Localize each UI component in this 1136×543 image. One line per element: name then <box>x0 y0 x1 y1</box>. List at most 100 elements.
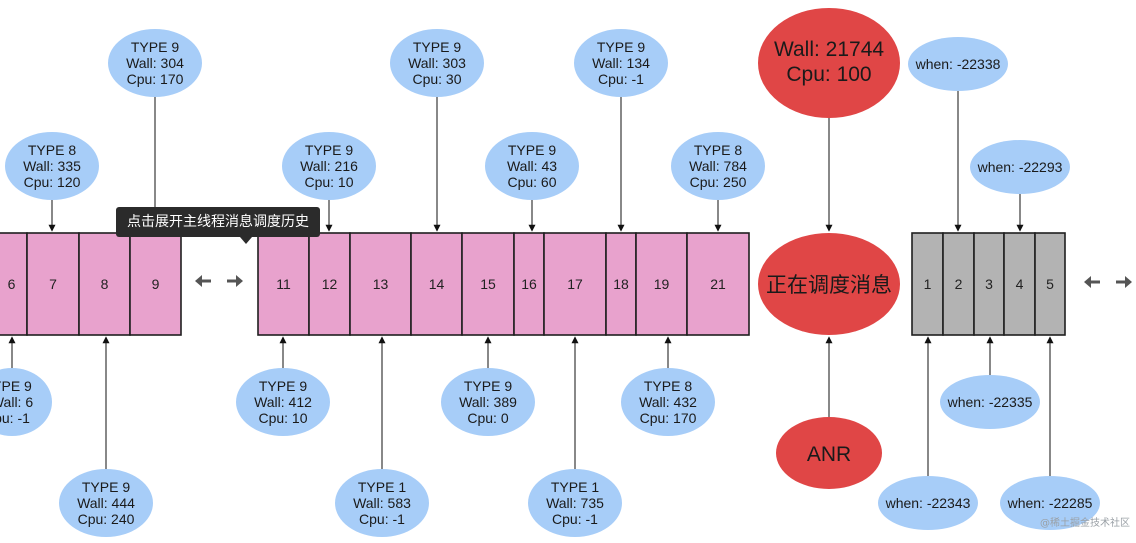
bubble-text: Cpu: -1 <box>598 71 644 87</box>
bubble-text: Cpu: -1 <box>359 511 405 527</box>
bubble-text: YPE 9 <box>0 378 32 394</box>
bubble-text: TYPE 8 <box>644 378 692 394</box>
queue-message-cell[interactable]: 11 <box>257 232 310 336</box>
bubble-text: Wall: 444 <box>77 495 135 511</box>
bubble-text: when: -22343 <box>885 495 971 511</box>
bubble-text: TYPE 9 <box>131 39 179 55</box>
connector-lines <box>8 91 1054 476</box>
message-info-bubble: when: -22343 <box>878 476 978 530</box>
pending-message-cell-label: 3 <box>985 276 993 292</box>
queue-message-cell-label: 19 <box>654 276 670 292</box>
queue-message-cell[interactable]: 17 <box>543 232 607 336</box>
tooltip-pointer <box>240 237 252 244</box>
pending-message-cell[interactable]: 2 <box>942 232 975 336</box>
bubble-text: TYPE 9 <box>259 378 307 394</box>
history-message-cell[interactable]: 6 <box>0 232 28 336</box>
queue-message-cell[interactable]: 16 <box>513 232 545 336</box>
queue-message-cell[interactable]: 13 <box>349 232 412 336</box>
anr-bubble: ANR <box>776 417 882 489</box>
queue-message-cell-label: 16 <box>521 276 537 292</box>
bubble-text: Cpu: 250 <box>690 174 747 190</box>
bubble-text: TYPE 9 <box>305 142 353 158</box>
pending-message-cell[interactable]: 1 <box>911 232 944 336</box>
pending-message-cell[interactable]: 3 <box>973 232 1005 336</box>
pending-message-cell-label: 4 <box>1016 276 1024 292</box>
bubble-text: Cpu: 0 <box>467 410 508 426</box>
watermark-text: @稀土掘金技术社区 <box>1040 518 1130 529</box>
queue-message-cell[interactable]: 21 <box>686 232 750 336</box>
expand-arrows <box>195 275 1132 288</box>
anr-duration-text: Wall: 21744 <box>774 38 884 61</box>
message-info-bubble: when: -22338 <box>908 37 1008 91</box>
queue-message-cell[interactable]: 19 <box>635 232 688 336</box>
history-message-cell-label: 8 <box>101 276 109 292</box>
bubble-text: Wall: 304 <box>126 55 184 71</box>
message-info-bubble: when: -22335 <box>940 375 1040 429</box>
bubble-text: Cpu: -1 <box>552 511 598 527</box>
bubble-text: when: -22293 <box>977 159 1063 175</box>
queue-message-cell-label: 14 <box>429 276 445 292</box>
queue-message-cell[interactable]: 12 <box>308 232 351 336</box>
bubble-text: when: -22335 <box>947 394 1033 410</box>
bubble-text: Cpu: 10 <box>304 174 353 190</box>
scheduling-message-bubble: 正在调度消息 <box>758 233 900 335</box>
bubble-text: TYPE 9 <box>597 39 645 55</box>
bubble-text: Wall: 432 <box>639 394 697 410</box>
queue-message-cell-label: 13 <box>373 276 389 292</box>
expand-history-tooltip[interactable]: 点击展开主线程消息调度历史 <box>116 207 320 237</box>
bubble-text: Wall: 216 <box>300 158 358 174</box>
history-message-cell-label: 6 <box>8 276 16 292</box>
pending-message-cell[interactable]: 4 <box>1003 232 1036 336</box>
bubble-text: Cpu: 120 <box>24 174 81 190</box>
bubble-text: TYPE 9 <box>82 479 130 495</box>
queue-message-cell[interactable]: 18 <box>605 232 637 336</box>
bubble-text: TYPE 1 <box>358 479 406 495</box>
bubble-text: Wall: 389 <box>459 394 517 410</box>
bubble-text: Cpu: 170 <box>640 410 697 426</box>
double-arrow-icon[interactable] <box>1084 276 1132 288</box>
queue-message-cell-label: 12 <box>322 276 338 292</box>
message-info-bubble: when: -22293 <box>970 140 1070 194</box>
bubble-text: TYPE 9 <box>508 142 556 158</box>
bubble-text: when: -22285 <box>1007 495 1093 511</box>
bubble-text: Wall: 583 <box>353 495 411 511</box>
bubble-text: Cpu: 30 <box>412 71 461 87</box>
history-message-cell-label: 9 <box>152 276 160 292</box>
queue-message-cell-label: 21 <box>710 276 726 292</box>
pending-message-cell[interactable]: 5 <box>1034 232 1066 336</box>
bubble-text: Wall: 735 <box>546 495 604 511</box>
queue-message-cell-label: 11 <box>276 276 291 292</box>
bubble-text: Wall: 134 <box>592 55 650 71</box>
history-message-cell-label: 7 <box>49 276 57 292</box>
queue-message-cell[interactable]: 14 <box>410 232 463 336</box>
queue-message-cell[interactable]: 15 <box>461 232 515 336</box>
pending-message-cell-label: 2 <box>955 276 963 292</box>
bubble-text: TYPE 9 <box>464 378 512 394</box>
bubble-text: Wall: 6 <box>0 394 33 410</box>
anr-label: ANR <box>807 443 851 466</box>
bubble-text: Cpu: 60 <box>507 174 556 190</box>
bubble-text: Wall: 43 <box>507 158 557 174</box>
double-arrow-icon[interactable] <box>195 275 243 287</box>
history-message-cell[interactable]: 8 <box>78 232 131 336</box>
queue-message-cell-label: 17 <box>567 276 583 292</box>
pending-message-cell-label: 5 <box>1046 276 1054 292</box>
anr-duration-text: Cpu: 100 <box>786 63 871 86</box>
bubble-text: Wall: 784 <box>689 158 747 174</box>
history-message-cell[interactable]: 7 <box>26 232 80 336</box>
bubble-text: Cpu: 10 <box>258 410 307 426</box>
history-message-cell[interactable]: 9 <box>129 232 182 336</box>
